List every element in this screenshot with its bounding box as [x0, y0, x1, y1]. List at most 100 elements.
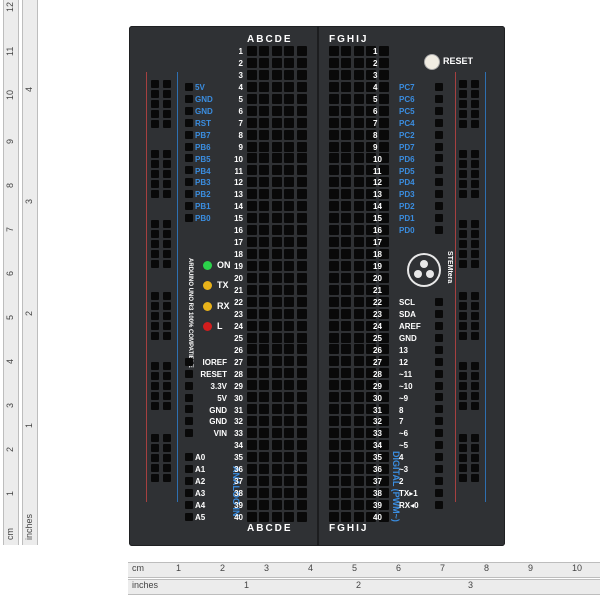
tie-point[interactable] — [259, 511, 270, 522]
tie-point[interactable] — [247, 332, 257, 343]
tie-point[interactable] — [247, 463, 257, 474]
tie-point[interactable] — [366, 153, 377, 164]
header-pin[interactable] — [435, 333, 443, 342]
tie-point[interactable] — [341, 439, 352, 450]
rail-tie-point[interactable] — [163, 250, 171, 258]
header-pin[interactable] — [435, 106, 443, 115]
tie-point[interactable] — [329, 451, 339, 462]
tie-point[interactable] — [353, 141, 364, 152]
tie-point[interactable] — [353, 404, 364, 415]
tie-point[interactable] — [284, 380, 295, 391]
tie-point[interactable] — [366, 416, 377, 427]
tie-point[interactable] — [247, 404, 257, 415]
tie-point[interactable] — [284, 499, 295, 510]
rail-tie-point[interactable] — [151, 444, 159, 452]
rail-tie-point[interactable] — [459, 302, 467, 310]
tie-point[interactable] — [353, 225, 364, 236]
rail-tie-point[interactable] — [459, 90, 467, 98]
tie-point[interactable] — [284, 416, 295, 427]
tie-point[interactable] — [341, 320, 352, 331]
tie-point[interactable] — [341, 475, 352, 486]
tie-point[interactable] — [271, 487, 282, 498]
tie-point[interactable] — [329, 46, 339, 56]
tie-point[interactable] — [378, 392, 389, 403]
tie-point[interactable] — [366, 213, 377, 224]
rail-tie-point[interactable] — [471, 434, 479, 442]
rail-tie-point[interactable] — [471, 100, 479, 108]
tie-point[interactable] — [366, 248, 377, 259]
tie-point[interactable] — [366, 117, 377, 128]
rail-tie-point[interactable] — [459, 170, 467, 178]
tie-point[interactable] — [259, 487, 270, 498]
rail-tie-point[interactable] — [163, 80, 171, 88]
tie-point[interactable] — [296, 177, 307, 188]
tie-point[interactable] — [353, 463, 364, 474]
tie-point[interactable] — [271, 117, 282, 128]
tie-point[interactable] — [296, 487, 307, 498]
tie-point[interactable] — [329, 439, 339, 450]
tie-point[interactable] — [366, 46, 377, 56]
tie-point[interactable] — [341, 260, 352, 271]
rail-tie-point[interactable] — [459, 160, 467, 168]
tie-point[interactable] — [247, 165, 257, 176]
tie-point[interactable] — [271, 153, 282, 164]
rail-tie-point[interactable] — [151, 90, 159, 98]
header-pin[interactable] — [435, 321, 443, 330]
tie-point[interactable] — [341, 81, 352, 92]
tie-point[interactable] — [378, 404, 389, 415]
tie-point[interactable] — [284, 177, 295, 188]
tie-point[interactable] — [366, 69, 377, 80]
tie-point[interactable] — [329, 463, 339, 474]
tie-point[interactable] — [353, 248, 364, 259]
tie-point[interactable] — [271, 380, 282, 391]
tie-point[interactable] — [366, 189, 377, 200]
tie-point[interactable] — [271, 439, 282, 450]
tie-point[interactable] — [378, 141, 389, 152]
tie-point[interactable] — [284, 165, 295, 176]
tie-point[interactable] — [329, 81, 339, 92]
tie-point[interactable] — [353, 296, 364, 307]
tie-point[interactable] — [259, 344, 270, 355]
tie-point[interactable] — [247, 201, 257, 212]
tie-point[interactable] — [284, 511, 295, 522]
tie-point[interactable] — [378, 225, 389, 236]
tie-point[interactable] — [341, 344, 352, 355]
tie-point[interactable] — [366, 475, 377, 486]
rail-tie-point[interactable] — [459, 292, 467, 300]
tie-point[interactable] — [378, 201, 389, 212]
rail-tie-point[interactable] — [471, 464, 479, 472]
tie-point[interactable] — [271, 296, 282, 307]
rail-tie-point[interactable] — [163, 100, 171, 108]
tie-point[interactable] — [329, 416, 339, 427]
tie-point[interactable] — [271, 272, 282, 283]
header-pin[interactable] — [435, 345, 443, 354]
tie-point[interactable] — [296, 248, 307, 259]
tie-point[interactable] — [366, 105, 377, 116]
tie-point[interactable] — [378, 237, 389, 247]
tie-point[interactable] — [329, 189, 339, 200]
rail-tie-point[interactable] — [151, 120, 159, 128]
tie-point[interactable] — [247, 272, 257, 283]
rail-tie-point[interactable] — [459, 180, 467, 188]
tie-point[interactable] — [296, 511, 307, 522]
tie-point[interactable] — [259, 392, 270, 403]
tie-point[interactable] — [259, 416, 270, 427]
rail-tie-point[interactable] — [459, 230, 467, 238]
rail-tie-point[interactable] — [151, 372, 159, 380]
rail-tie-point[interactable] — [163, 150, 171, 158]
tie-point[interactable] — [378, 153, 389, 164]
tie-point[interactable] — [296, 475, 307, 486]
tie-point[interactable] — [271, 81, 282, 92]
tie-point[interactable] — [296, 368, 307, 379]
tie-point[interactable] — [271, 93, 282, 104]
tie-point[interactable] — [271, 428, 282, 438]
tie-point[interactable] — [259, 320, 270, 331]
tie-point[interactable] — [378, 69, 389, 80]
tie-point[interactable] — [284, 487, 295, 498]
rail-tie-point[interactable] — [151, 302, 159, 310]
tie-point[interactable] — [341, 380, 352, 391]
tie-point[interactable] — [353, 260, 364, 271]
rail-tie-point[interactable] — [471, 240, 479, 248]
tie-point[interactable] — [296, 296, 307, 307]
tie-point[interactable] — [284, 439, 295, 450]
